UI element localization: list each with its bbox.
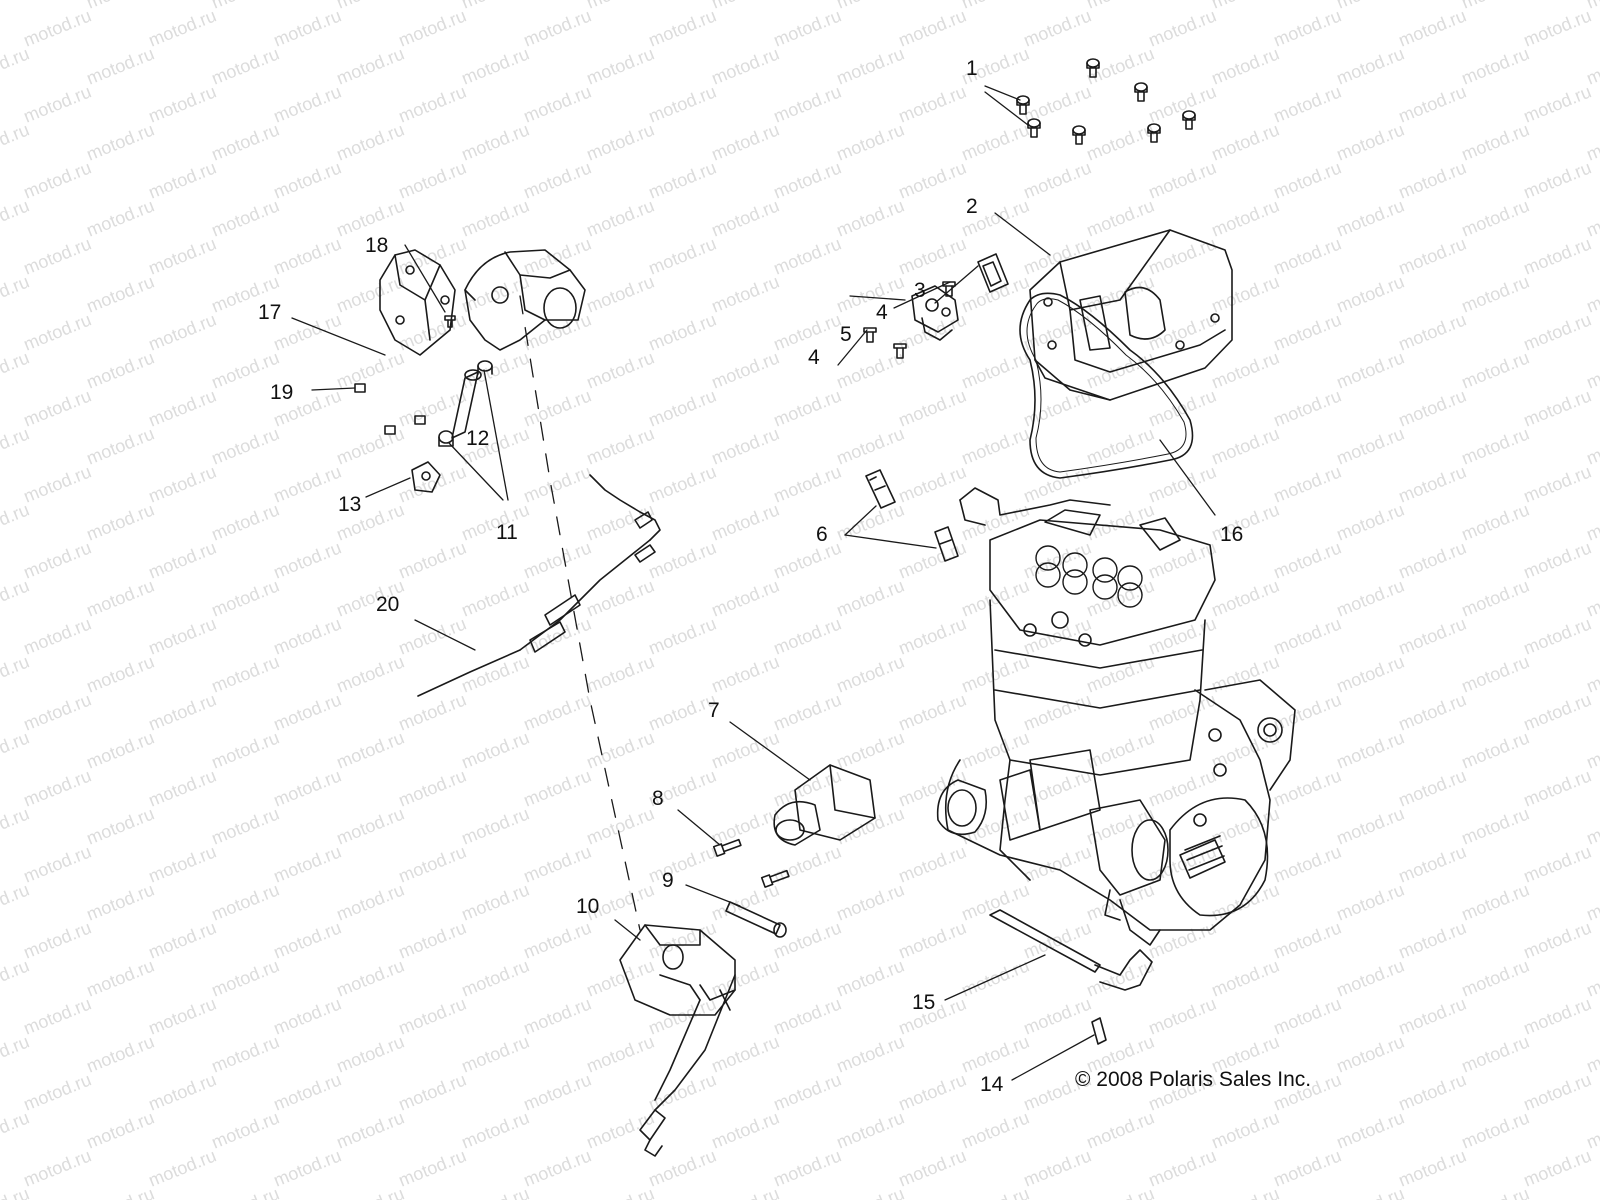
part-17-bracket xyxy=(379,249,456,356)
copyright-notice: © 2008 Polaris Sales Inc. xyxy=(1075,1068,1312,1091)
callout-4b: 4 xyxy=(808,346,820,369)
callout-3: 3 xyxy=(914,279,926,302)
part-10-throttle-body xyxy=(619,924,736,1157)
part-1-bolts xyxy=(1016,58,1196,145)
part-9-pin xyxy=(725,901,787,938)
part-15-dipstick xyxy=(989,909,1153,991)
part-12-sleeve xyxy=(451,369,482,439)
part-6-spark-plugs xyxy=(865,469,959,562)
part-18-housing xyxy=(464,249,586,351)
callout-18: 18 xyxy=(365,234,389,257)
callout-17: 17 xyxy=(258,301,282,324)
callout-10: 10 xyxy=(576,895,600,918)
callout-1: 1 xyxy=(966,57,978,80)
callout-13: 13 xyxy=(338,493,362,516)
callout-8: 8 xyxy=(652,787,664,810)
part-14-pin xyxy=(1091,1017,1107,1045)
callout-20: 20 xyxy=(376,593,400,616)
part-2-valve-cover xyxy=(1029,229,1233,401)
part-5-sensor xyxy=(911,285,959,341)
callout-6: 6 xyxy=(816,523,828,546)
callout-9: 9 xyxy=(662,869,674,892)
callout-15: 15 xyxy=(912,991,936,1014)
callout-5: 5 xyxy=(840,323,852,346)
callout-14: 14 xyxy=(980,1073,1004,1096)
callout-12: 12 xyxy=(466,427,490,450)
part-20-cable xyxy=(417,474,661,697)
part-8-bolts xyxy=(712,838,790,888)
callout-2: 2 xyxy=(966,195,978,218)
engine-assembly xyxy=(936,487,1296,946)
callout-16: 16 xyxy=(1220,523,1244,546)
assembly-dash-line xyxy=(519,295,641,931)
callout-4a: 4 xyxy=(876,301,888,324)
callout-19: 19 xyxy=(270,381,294,404)
part-11-clamps xyxy=(438,360,493,447)
part-3-pad xyxy=(977,253,1009,293)
part-19-screws xyxy=(354,383,426,435)
callout-7: 7 xyxy=(708,699,720,722)
callout-11: 11 xyxy=(496,521,518,544)
part-13-sensor xyxy=(411,461,441,493)
part-16-gasket xyxy=(1019,292,1194,479)
leader-lines xyxy=(291,85,1216,1081)
part-7-intake-boot xyxy=(773,764,876,846)
